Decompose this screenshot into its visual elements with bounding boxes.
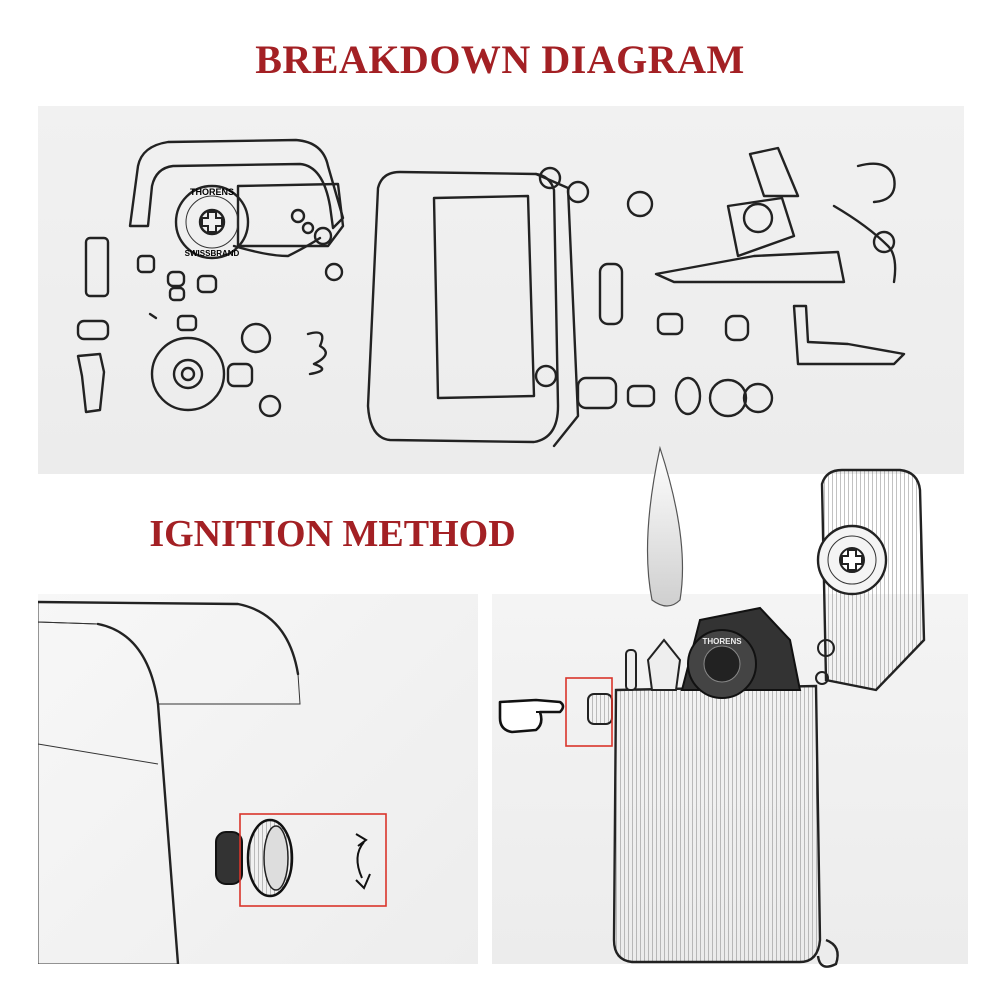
ignition-closeup-panel: [38, 594, 478, 964]
emblem-top-text: THORENS: [190, 187, 234, 197]
flame-icon: [646, 445, 684, 607]
rotate-arrows-icon: [355, 833, 371, 890]
breakdown-diagram-panel: THORENS SWISSBRAND: [38, 106, 964, 474]
small-parts-right: [576, 146, 906, 418]
lid-part: THORENS SWISSBRAND: [128, 138, 345, 260]
small-parts-left: [76, 236, 344, 418]
breakdown-title: BREAKDOWN DIAGRAM: [255, 37, 745, 82]
breakdown-illustration: THORENS SWISSBRAND: [76, 138, 906, 448]
inner-emblem-text: THORENS: [702, 637, 742, 646]
swiss-cross-icon-lit: [839, 547, 865, 573]
case-body-part: [366, 166, 590, 448]
swiss-cross-icon: [198, 208, 226, 236]
ignition-title: IGNITION METHOD: [149, 513, 516, 555]
wheel-highlight-box: [239, 813, 387, 907]
wheel-closeup-illustration: [38, 600, 387, 964]
emblem-bottom-text: SWISSBRAND: [185, 249, 240, 258]
ignition-highlight-box: [565, 677, 613, 747]
pointing-hand-icon: [498, 698, 565, 734]
